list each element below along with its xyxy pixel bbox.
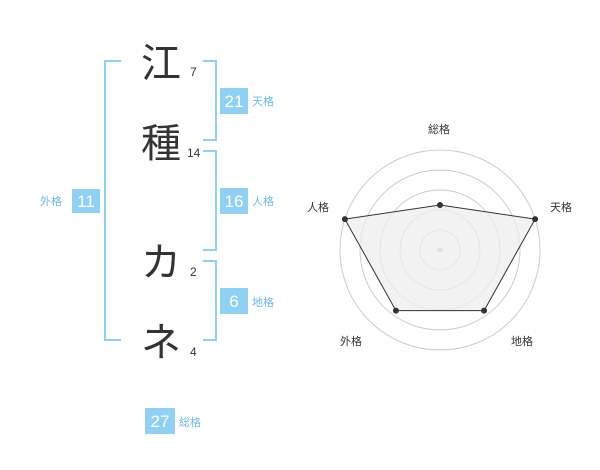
radar-series-polygon (344, 204, 536, 312)
tenkaku-badge: 21 (220, 88, 248, 114)
radar-grid-ring (339, 149, 541, 351)
stroke-count-4: 4 (190, 345, 197, 359)
chikaku-badge: 6 (220, 288, 248, 314)
stroke-count-1: 7 (190, 65, 197, 79)
radar-label-tenkaku: 天格 (550, 201, 572, 214)
name-char-1: 江 (141, 41, 181, 87)
name-char-3: カ (141, 240, 181, 286)
radar-point-4 (341, 216, 348, 223)
radar-label-chikaku: 地格 (511, 335, 533, 348)
tenkaku-label: 天格 (252, 95, 274, 108)
jinkaku-label: 人格 (252, 195, 274, 208)
radar-point-1 (532, 216, 539, 223)
radar-label-jinkaku: 人格 (307, 201, 329, 214)
chikaku-bracket (203, 260, 217, 341)
radar-grid-ring (359, 169, 521, 331)
name-char-4: ネ (141, 320, 181, 366)
tenkaku-bracket (203, 60, 217, 141)
radar-point-2 (481, 307, 488, 314)
gaikaku-badge: 11 (72, 189, 100, 213)
gaikaku-label: 外格 (40, 195, 62, 208)
soukaku-label: 総格 (179, 416, 201, 429)
chikaku-label: 地格 (252, 296, 274, 309)
radar-point-3 (392, 307, 399, 314)
radar-label-soukaku: 総格 (428, 123, 450, 136)
gaikaku-bracket (104, 60, 121, 341)
radar-chart (339, 149, 541, 351)
name-char-2: 種 (141, 121, 181, 167)
stroke-count-2: 14 (187, 146, 201, 160)
jinkaku-badge: 16 (220, 188, 248, 214)
radar-label-gaikaku: 外格 (340, 335, 362, 348)
radar-point-0 (437, 202, 443, 208)
stroke-count-3: 2 (190, 265, 197, 279)
jinkaku-bracket (203, 150, 217, 251)
soukaku-badge: 27 (145, 408, 175, 434)
